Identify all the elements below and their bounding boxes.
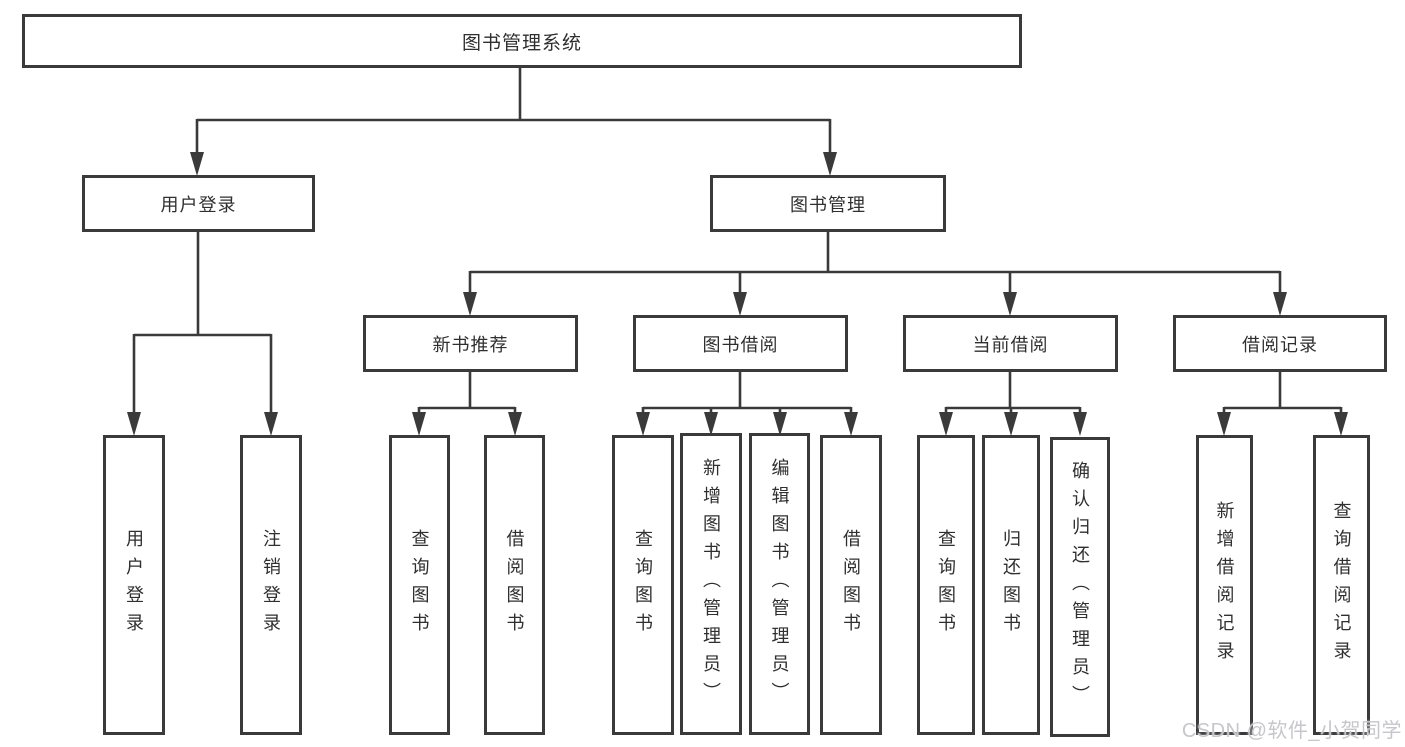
node-leaf-add-books-admin-label: 新增图书（管理员） [701, 458, 721, 710]
node-leaf-borrow-books: 借阅图书 [820, 435, 882, 735]
node-new-book-recommend: 新书推荐 [363, 315, 578, 372]
node-book-borrow-label: 图书借阅 [702, 334, 779, 355]
node-leaf-query-borrow-record: 查询借阅记录 [1313, 435, 1370, 735]
node-leaf-confirm-return-admin-label: 确认归还（管理员） [1070, 461, 1090, 713]
connector-root-to-level2 [190, 67, 837, 176]
node-leaf-add-borrow-record-label: 新增借阅记录 [1214, 501, 1235, 669]
node-leaf-edit-books-admin-label: 编辑图书（管理员） [769, 458, 790, 710]
connector-new-book-rec-to-leaves [412, 371, 522, 436]
node-leaf-return-books: 归还图书 [982, 435, 1040, 735]
node-user-login-label: 用户登录 [160, 194, 237, 215]
node-current-borrow: 当前借阅 [903, 315, 1118, 372]
node-leaf-query-books-current-label: 查询图书 [936, 529, 956, 641]
node-leaf-return-books-label: 归还图书 [1001, 529, 1021, 641]
node-leaf-query-books-recommend: 查询图书 [389, 435, 450, 735]
node-leaf-logout: 注销登录 [240, 435, 302, 735]
node-leaf-confirm-return-admin: 确认归还（管理员） [1050, 437, 1110, 737]
node-leaf-borrow-books-recommend-label: 借阅图书 [504, 529, 525, 641]
node-leaf-borrow-books-label: 借阅图书 [841, 529, 861, 641]
node-book-management-label: 图书管理 [790, 194, 866, 215]
node-book-borrow: 图书借阅 [633, 315, 848, 372]
node-new-book-recommend-label: 新书推荐 [432, 334, 509, 355]
connector-borrow-records-to-leaves [1217, 371, 1348, 436]
node-book-management: 图书管理 [710, 175, 946, 232]
node-leaf-query-books-borrow-label: 查询图书 [633, 529, 653, 641]
connector-book-borrow-to-leaves [636, 371, 858, 436]
node-leaf-query-books-recommend-label: 查询图书 [409, 529, 430, 641]
node-leaf-add-books-admin: 新增图书（管理员） [680, 433, 742, 735]
node-current-borrow-label: 当前借阅 [972, 334, 1049, 355]
node-root-label: 图书管理系统 [461, 32, 582, 54]
node-leaf-query-books-borrow: 查询图书 [612, 435, 674, 735]
node-leaf-query-borrow-record-label: 查询借阅记录 [1331, 501, 1352, 669]
node-leaf-edit-books-admin: 编辑图书（管理员） [749, 433, 810, 735]
node-leaf-borrow-books-recommend: 借阅图书 [484, 435, 545, 735]
node-borrow-records: 借阅记录 [1173, 315, 1387, 372]
connector-book-mgmt-to-level3 [463, 231, 1287, 316]
connector-user-login-to-leaves [127, 231, 278, 436]
connector-current-borrow-to-leaves [939, 371, 1087, 436]
node-leaf-logout-label: 注销登录 [261, 529, 281, 641]
node-borrow-records-label: 借阅记录 [1242, 334, 1318, 355]
node-leaf-user-login: 用户登录 [103, 435, 165, 735]
node-root: 图书管理系统 [22, 14, 1022, 68]
node-leaf-user-login-label: 用户登录 [124, 529, 144, 641]
node-leaf-add-borrow-record: 新增借阅记录 [1196, 435, 1253, 735]
node-leaf-query-books-current: 查询图书 [917, 435, 975, 735]
node-user-login: 用户登录 [82, 175, 315, 232]
